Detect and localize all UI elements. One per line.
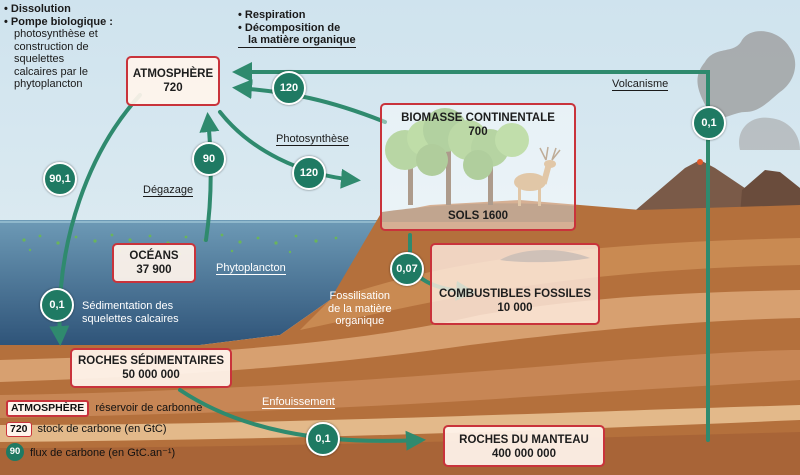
reservoir-roches-manteau: ROCHES DU MANTEAU 400 000 000 <box>443 425 605 467</box>
reservoir-stock: 10 000 <box>497 302 533 314</box>
flux-respiration: 120 <box>272 71 306 105</box>
label-fossilisation: Fossilisation de la matière organique <box>328 290 392 327</box>
flux-volcanisme: 0,1 <box>692 106 726 140</box>
reservoir-name: ROCHES SÉDIMENTAIRES <box>77 355 225 367</box>
legend-reservoir-swatch: ATMOSPHÈRE <box>6 399 90 417</box>
legend-stock: 720 stock de carbone (en GtC) <box>6 420 167 438</box>
flux-photosynthese: 120 <box>292 156 326 190</box>
label-sedimentation: Sédimentation des squelettes calcaires <box>82 300 179 325</box>
label-degazage: Dégazage <box>143 184 194 197</box>
reservoir-name: ATMOSPHÈRE <box>132 68 214 80</box>
reservoir-stock: 37 900 <box>136 264 172 276</box>
legend-stock-text: stock de carbone (en GtC) <box>37 423 167 435</box>
label-enfouissement: Enfouissement <box>262 396 335 409</box>
legend-flux-swatch: 90 <box>6 443 24 461</box>
label-respiration: • Respiration • Décomposition de la mati… <box>238 9 356 48</box>
label-volcanisme: Volcanisme <box>612 78 669 91</box>
volcano <box>630 31 800 225</box>
reservoir-name: OCÉANS <box>129 250 179 262</box>
reservoir-oceans: OCÉANS 37 900 <box>112 243 196 283</box>
flux-enfouissement: 0,1 <box>306 422 340 456</box>
legend-stock-swatch: 720 <box>6 421 32 437</box>
legend-reservoir-text: réservoir de carbonne <box>95 402 203 414</box>
legend-flux: 90 flux de carbone (en GtC.an⁻¹) <box>6 443 175 461</box>
reservoir-combustibles: COMBUSTIBLES FOSSILES 10 000 <box>430 243 600 325</box>
reservoir-name: BIOMASSE CONTINENTALE <box>401 112 555 124</box>
label-dissolution: • Dissolution • Pompe biologique : photo… <box>4 3 113 90</box>
reservoir-stock: 700 <box>468 126 488 138</box>
reservoir-biomasse: BIOMASSE CONTINENTALE 700 SOLS 1600 <box>380 103 576 231</box>
legend-reservoir: ATMOSPHÈRE réservoir de carbonne <box>6 399 202 417</box>
flux-degazage: 90 <box>192 142 226 176</box>
legend-flux-text: flux de carbone (en GtC.an⁻¹) <box>30 446 176 459</box>
reservoir-name: ROCHES DU MANTEAU <box>459 434 589 446</box>
reservoir-stock: 720 <box>163 82 183 94</box>
reservoir-stock: 50 000 000 <box>122 369 180 381</box>
reservoir-atmosphere: ATMOSPHÈRE 720 <box>126 56 220 106</box>
label-phytoplancton: Phytoplancton <box>216 262 286 275</box>
flux-fossilisation: 0,07 <box>390 252 424 286</box>
reservoir-name: COMBUSTIBLES FOSSILES <box>438 288 592 300</box>
soil-stock: SOLS 1600 <box>447 210 509 222</box>
reservoir-stock: 400 000 000 <box>492 448 556 460</box>
reservoir-roches-sedimentaires: ROCHES SÉDIMENTAIRES 50 000 000 <box>70 348 232 388</box>
flux-dissolution: 90,1 <box>43 162 77 196</box>
label-photosynthese: Photosynthèse <box>276 133 349 146</box>
flux-sedimentation: 0,1 <box>40 288 74 322</box>
